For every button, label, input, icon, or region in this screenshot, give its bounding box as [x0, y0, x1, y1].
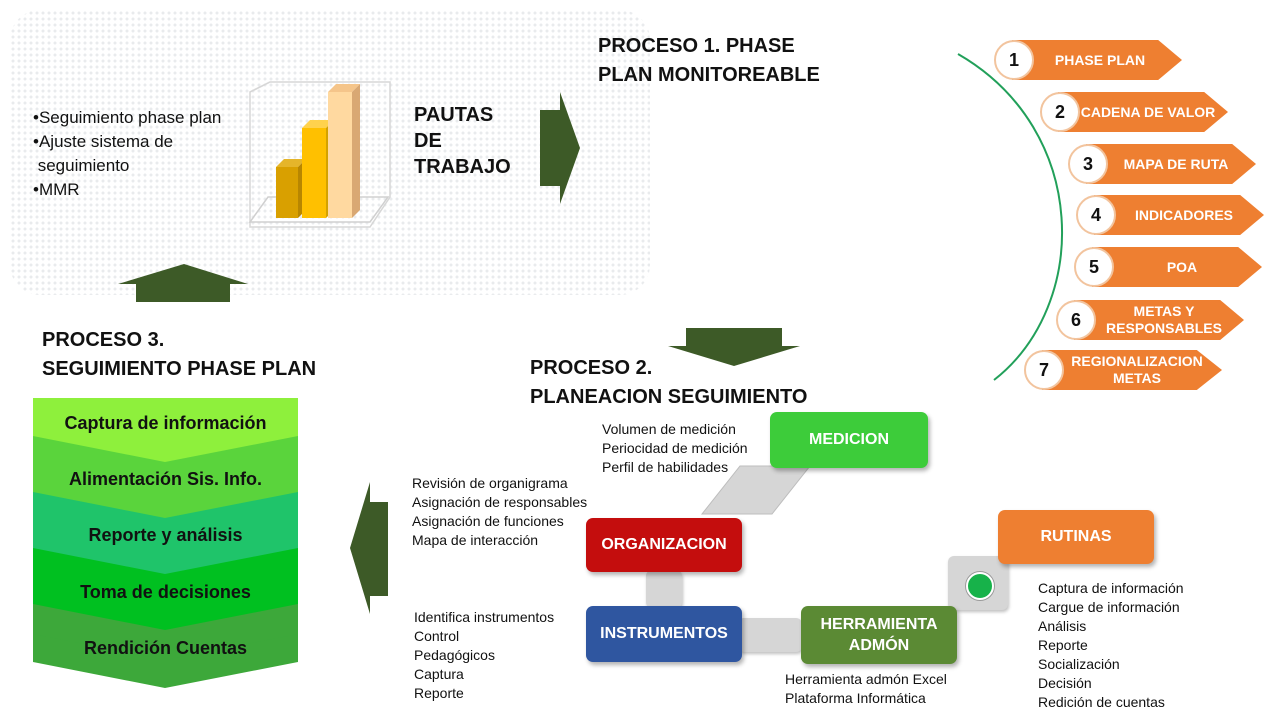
followup-bullet-list: •Seguimiento phase plan •Ajuste sistema …: [33, 106, 221, 202]
chevron-stack-shapes: [33, 398, 298, 688]
step-4: INDICADORES 4: [1076, 193, 1266, 235]
arrow-left-icon: [350, 482, 388, 614]
instrumentos-herramienta-connector: [738, 618, 802, 652]
list-item: Revisión de organigrama: [412, 475, 568, 491]
chevron-item: Rendición Cuentas: [83, 637, 248, 658]
list-item: Herramienta admón Excel: [785, 671, 947, 687]
org-instrumentos-connector: [646, 570, 682, 608]
list-item: Mapa de interacción: [412, 532, 539, 548]
step-3: MAPA DE RUTA 3: [1068, 142, 1258, 184]
list-item: Control: [414, 628, 460, 644]
herramienta-node: HERRAMIENTA ADMÓN: [801, 606, 957, 664]
instrumentos-node: INSTRUMENTOS: [586, 606, 742, 662]
list-item: Socialización: [1038, 656, 1120, 672]
list-item: Periocidad de medición: [602, 440, 748, 456]
arrow-up-icon: [118, 264, 248, 302]
status-dot-icon: [966, 572, 994, 600]
proceso-2-title: PROCESO 2. PLANEACION SEGUIMIENTO: [530, 357, 808, 408]
step-5: POA 5: [1074, 245, 1264, 287]
bullet-item: •MMR: [33, 180, 80, 199]
chevron-item: Toma de decisiones: [80, 581, 251, 602]
list-item: Redición de cuentas: [1038, 694, 1165, 710]
step-2: CADENA DE VALOR 2: [1040, 90, 1230, 132]
herramienta-list: Herramienta admón Excel Plataforma Infor…: [785, 670, 947, 708]
organizacion-node: ORGANIZACION: [586, 518, 742, 572]
step-1: PHASE PLAN 1: [994, 38, 1184, 80]
proceso-1-title: PROCESO 1. PHASE PLAN MONITOREABLE: [598, 35, 820, 86]
list-item: Reporte: [1038, 637, 1088, 653]
list-item: Identifica instrumentos: [414, 609, 555, 625]
list-item: Análisis: [1038, 618, 1087, 634]
chevron-item: Captura de información: [64, 412, 267, 433]
arrow-down-icon: [668, 328, 800, 366]
list-item: Decisión: [1038, 675, 1092, 691]
list-item: Cargue de información: [1038, 599, 1180, 615]
list-item: Asignación de funciones: [412, 513, 564, 529]
green-arc: [957, 53, 1064, 381]
instrumentos-list: Identifica instrumentos Control Pedagógi…: [414, 608, 554, 703]
list-item: Reporte: [414, 685, 464, 701]
pautas-de-trabajo-label: PAUTAS DE TRABAJO: [414, 104, 511, 178]
chevron-stack: Captura de información Alimentación Sis.…: [33, 398, 298, 688]
arrow-right-icon: [540, 92, 580, 204]
bullet-item: •Ajuste sistema de: [33, 132, 174, 151]
list-item: Plataforma Informática: [785, 690, 926, 706]
medicion-node: MEDICION: [770, 412, 928, 468]
list-item: Captura: [414, 666, 464, 682]
step-7: REGIONALIZACION METAS 7: [1024, 348, 1224, 390]
bullet-item: •Seguimiento phase plan: [33, 108, 222, 127]
rutinas-list: Captura de información Cargue de informa…: [1038, 579, 1184, 712]
list-item: Perfil de habilidades: [602, 459, 729, 475]
organizacion-list: Revisión de organigrama Asignación de re…: [412, 474, 587, 550]
bullet-item: seguimiento: [33, 156, 130, 175]
proceso-3-title: PROCESO 3. SEGUIMIENTO PHASE PLAN: [42, 329, 317, 380]
bar-chart-icon: [248, 81, 391, 228]
list-item: Pedagógicos: [414, 647, 495, 663]
rutinas-node: RUTINAS: [998, 510, 1154, 564]
chevron-item: Alimentación Sis. Info.: [68, 468, 263, 489]
step-6: METAS Y RESPONSABLES 6: [1056, 298, 1246, 340]
chevron-item: Reporte y análisis: [88, 524, 243, 545]
list-item: Asignación de responsables: [412, 494, 588, 510]
list-item: Volumen de medición: [602, 421, 736, 437]
list-item: Captura de información: [1038, 580, 1184, 596]
medicion-list: Volumen de medición Periocidad de medici…: [602, 420, 748, 477]
